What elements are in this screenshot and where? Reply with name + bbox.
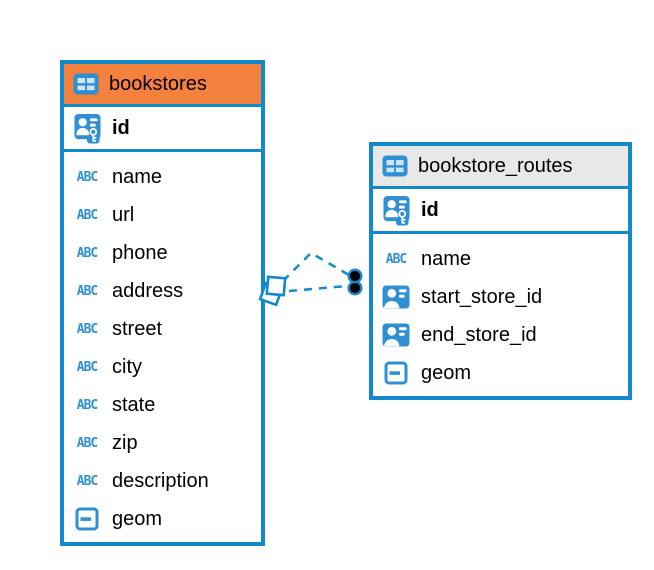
column-row[interactable]: ABC state	[64, 386, 261, 424]
column-name: url	[112, 203, 135, 226]
text-type-icon: ABC	[76, 322, 99, 337]
relationship-dot-marker[interactable]	[347, 280, 363, 296]
reference-type-icon	[382, 285, 410, 309]
columns-section: ABC name start_store_id end_store_id	[373, 234, 628, 396]
relationship-square-marker[interactable]	[265, 275, 287, 297]
text-type-icon: ABC	[76, 474, 99, 489]
column-name: name	[421, 247, 472, 270]
text-type-icon: ABC	[76, 208, 99, 223]
text-type-icon: ABC	[76, 284, 99, 299]
relationship-edge-start-store-id[interactable]	[282, 251, 350, 282]
primary-key-icon	[382, 195, 410, 226]
column-name: zip	[112, 431, 138, 454]
table-icon	[73, 73, 99, 95]
text-type-icon: ABC	[76, 398, 99, 413]
column-row[interactable]: end_store_id	[373, 316, 628, 354]
column-row[interactable]: geom	[373, 354, 628, 392]
primary-key-section: id	[373, 186, 628, 234]
text-type-icon: ABC	[76, 246, 99, 261]
column-name: geom	[112, 507, 163, 530]
column-name: description	[112, 469, 209, 492]
column-name: city	[112, 355, 142, 378]
column-name: start_store_id	[421, 285, 543, 308]
column-row[interactable]: ABC name	[64, 158, 261, 196]
table-bookstore-routes-header[interactable]: bookstore_routes	[373, 146, 628, 186]
relationship-dot-marker[interactable]	[347, 268, 363, 284]
primary-key-row[interactable]: id	[64, 107, 261, 149]
table-title: bookstore_routes	[418, 154, 573, 177]
text-type-icon: ABC	[76, 170, 99, 185]
table-bookstore-routes[interactable]: bookstore_routes id ABC name	[369, 142, 632, 400]
column-name: geom	[421, 361, 472, 384]
column-name: phone	[112, 241, 168, 264]
column-row[interactable]: ABC zip	[64, 424, 261, 462]
column-row[interactable]: ABC phone	[64, 234, 261, 272]
column-row[interactable]: ABC street	[64, 310, 261, 348]
geometry-type-icon	[75, 507, 99, 531]
column-name: state	[112, 393, 156, 416]
column-row[interactable]: ABC city	[64, 348, 261, 386]
column-row[interactable]: geom	[64, 500, 261, 538]
column-row[interactable]: ABC address	[64, 272, 261, 310]
primary-key-section: id	[64, 104, 261, 152]
primary-key-icon	[73, 113, 101, 144]
text-type-icon: ABC	[76, 436, 99, 451]
column-name: end_store_id	[421, 323, 537, 346]
text-type-icon: ABC	[76, 360, 99, 375]
primary-key-row[interactable]: id	[373, 189, 628, 231]
table-title: bookstores	[109, 72, 207, 95]
table-icon	[382, 155, 408, 177]
columns-section: ABC name ABC url ABC phone ABC address A…	[64, 152, 261, 542]
column-row[interactable]: ABC url	[64, 196, 261, 234]
table-bookstores-header[interactable]: bookstores	[64, 64, 261, 104]
text-type-icon: ABC	[385, 252, 408, 267]
primary-key-name: id	[112, 116, 130, 139]
relationship-edge-end-store-id[interactable]	[288, 284, 348, 293]
column-row[interactable]: ABC name	[373, 240, 628, 278]
column-row[interactable]: start_store_id	[373, 278, 628, 316]
reference-type-icon	[382, 323, 410, 347]
table-bookstores[interactable]: bookstores id ABC name ABC url	[60, 60, 265, 546]
column-row[interactable]: ABC description	[64, 462, 261, 500]
column-name: street	[112, 317, 163, 340]
primary-key-name: id	[421, 198, 439, 221]
geometry-type-icon	[384, 361, 408, 385]
column-name: name	[112, 165, 163, 188]
column-name: address	[112, 279, 184, 302]
